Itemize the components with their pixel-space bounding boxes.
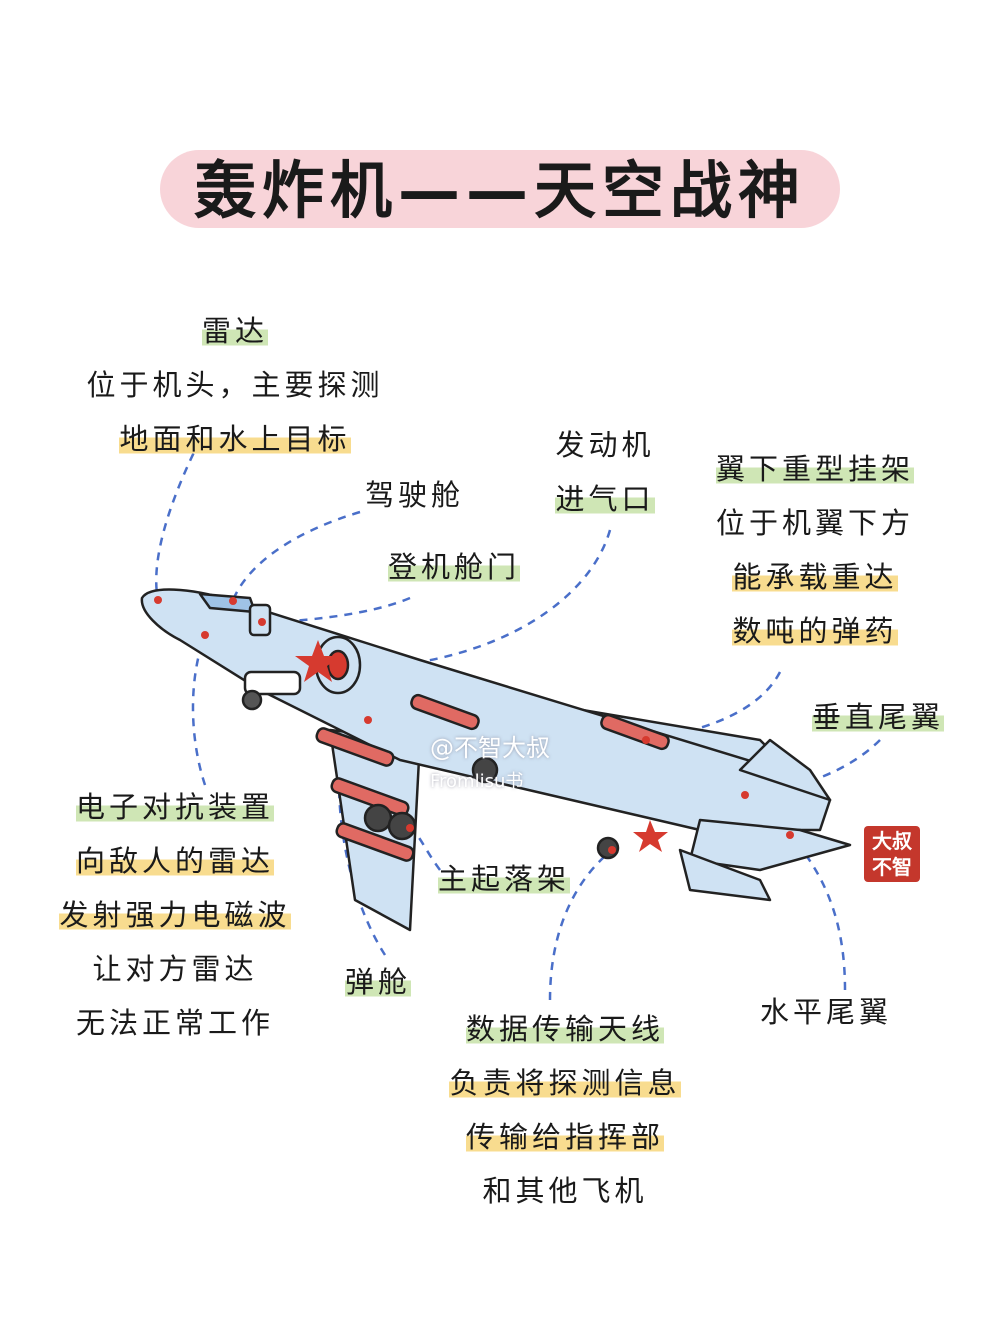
engine-intake-name-2: 进气口 <box>555 482 655 516</box>
label-horizontal-tail: 水平尾翼 <box>760 985 892 1039</box>
vertical-tail <box>738 738 832 802</box>
nose-wheel <box>241 689 263 711</box>
title-highlight <box>160 150 840 228</box>
label-bomb-bay: 弹舱 <box>345 955 412 1009</box>
datalink-desc-3: 和其他飞机 <box>482 1174 648 1208</box>
datalink-name: 数据传输天线 <box>465 1012 664 1046</box>
ecm-desc-4: 无法正常工作 <box>75 1006 274 1040</box>
watermark-source: Fromlisu书 <box>430 771 524 792</box>
watermark: @不智大叔 Fromlisu书 <box>430 728 550 793</box>
bomb <box>600 713 670 751</box>
watermark-handle: @不智大叔 <box>430 734 550 762</box>
label-ecm: 电子对抗装置 向敌人的雷达 发射强力电磁波 让对方雷达 无法正常工作 <box>30 780 320 1050</box>
pylon-desc-3: 数吨的弹药 <box>732 614 898 648</box>
engine-intake-core <box>326 649 350 681</box>
leader-datalink <box>548 849 613 1001</box>
pylon-desc-1: 位于机翼下方 <box>715 506 914 540</box>
ecm-desc-2: 发射强力电磁波 <box>59 898 291 932</box>
label-datalink: 数据传输天线 负责将探测信息 传输给指挥部 和其他飞机 <box>420 1002 710 1218</box>
label-underwing-pylon: 翼下重型挂架 位于机翼下方 能承载重达 数吨的弹药 <box>690 442 940 658</box>
star-insignia <box>295 640 341 682</box>
pylon-desc-2: 能承载重达 <box>732 560 898 594</box>
leader-cockpit <box>231 510 361 601</box>
label-main-gear: 主起落架 <box>438 852 571 906</box>
leader-ecm <box>191 634 207 786</box>
engine-intake-name-1: 发动机 <box>555 428 655 462</box>
pylon-name: 翼下重型挂架 <box>715 452 914 486</box>
datalink-desc-1: 负责将探测信息 <box>449 1066 681 1100</box>
label-hatch: 登机舱门 <box>388 540 521 594</box>
radar-desc-2: 地面和水上目标 <box>119 422 351 456</box>
label-engine-intake: 发动机 进气口 <box>535 418 675 526</box>
main-wheel <box>387 811 417 841</box>
hatch-name: 登机舱门 <box>388 550 521 584</box>
leader-radar <box>154 439 202 601</box>
nose-gear-bay <box>243 670 302 696</box>
bomb <box>315 727 395 767</box>
vertical-tail-name: 垂直尾翼 <box>812 700 945 734</box>
author-seal: 大叔不智 <box>864 826 920 882</box>
label-radar: 雷达 位于机头，主要探测 地面和水上目标 <box>60 304 410 466</box>
horizontal-tail-name: 水平尾翼 <box>760 995 893 1029</box>
datalink-desc-2: 传输给指挥部 <box>465 1120 664 1154</box>
label-vertical-tail: 垂直尾翼 <box>812 690 945 744</box>
bomb <box>335 822 415 862</box>
bomb <box>410 693 480 731</box>
main-wheel <box>363 803 393 833</box>
bomb-bay-name: 弹舱 <box>345 965 412 999</box>
ecm-desc-1: 向敌人的雷达 <box>75 844 274 878</box>
bomb <box>330 777 410 817</box>
star-insignia <box>633 820 668 852</box>
leader-horizontal-tail <box>789 834 847 991</box>
tail-fin <box>678 848 772 902</box>
cockpit-name: 驾驶舱 <box>365 478 465 512</box>
marker-dots <box>154 596 794 854</box>
main-wheel <box>471 756 499 784</box>
page-title: 轰炸机——天空战神 <box>193 154 806 227</box>
radar-desc-1: 位于机头，主要探测 <box>86 368 384 402</box>
main-gear-name: 主起落架 <box>438 862 571 896</box>
radar-name: 雷达 <box>201 314 268 348</box>
ecm-name: 电子对抗装置 <box>75 790 274 824</box>
ecm-desc-3: 让对方雷达 <box>92 952 258 986</box>
bomber-plane <box>140 588 852 932</box>
leader-vertical-tail <box>744 739 881 797</box>
label-cockpit: 驾驶舱 <box>365 468 464 522</box>
